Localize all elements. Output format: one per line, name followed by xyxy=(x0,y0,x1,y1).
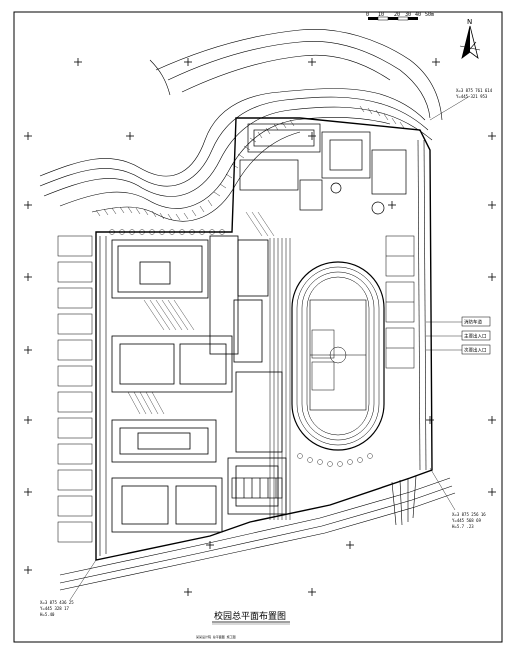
coord-ne-y: Y=445 321 953 xyxy=(456,94,488,99)
bottom-stamp: 某某设计院 总平面图 施工图 xyxy=(196,634,236,639)
north-label: N xyxy=(467,18,472,26)
callout-2: 主要出入口 xyxy=(464,333,487,340)
scale-bar: 0 10 20 30 40 50m xyxy=(366,12,434,21)
slope-markers xyxy=(391,475,417,526)
coord-sw-x: X=3 875 436 25 xyxy=(40,600,74,605)
coord-label-sw: X=3 875 436 25 Y=445 328 17 H=5.40 xyxy=(40,559,97,617)
south-gate xyxy=(231,477,283,499)
site-boundary xyxy=(95,117,433,561)
running-track xyxy=(291,261,385,451)
embankment-hatch xyxy=(95,105,405,221)
coord-sw-h: H=5.40 xyxy=(40,612,55,617)
coord-label-se: X=3 875 256 16 Y=445 568 69 H=5.7 .23 xyxy=(429,467,486,529)
coord-se-x: X=3 875 256 16 xyxy=(452,512,486,517)
coord-label-ne: X=3 875 761 614 Y=445 321 953 xyxy=(429,88,493,121)
west-residential-blocks xyxy=(57,235,93,543)
scale-tick-10: 10 xyxy=(378,12,384,18)
central-corridor xyxy=(269,238,291,520)
coordinate-grid-crosses xyxy=(24,58,496,596)
landscape-hatch xyxy=(127,211,275,415)
stamp-text: 某某设计院 总平面图 施工图 xyxy=(196,634,236,639)
north-arrow-icon: N xyxy=(459,18,481,59)
drawing-frame xyxy=(13,11,503,643)
coord-sw-y: Y=445 328 17 xyxy=(40,606,69,611)
north-buildings xyxy=(239,123,407,215)
perimeter-roads xyxy=(59,139,456,591)
scale-tick-40: 40 xyxy=(415,12,421,18)
coord-se-y: Y=445 568 69 xyxy=(452,518,481,523)
callout-1: 消防车道 xyxy=(464,319,482,326)
drawing-title-block: 校园总平面布置图 xyxy=(212,610,290,625)
drawing-title: 校园总平面布置图 xyxy=(214,610,286,622)
right-callouts: 消防车道 主要出入口 次要出入口 xyxy=(426,316,491,355)
east-courts xyxy=(385,235,415,369)
scale-tick-20: 20 xyxy=(394,12,400,18)
coord-ne-x: X=3 875 761 614 xyxy=(456,88,493,93)
tree-symbols xyxy=(109,229,373,467)
coord-se-h: H=5.7 .23 xyxy=(452,524,474,529)
river-contours xyxy=(39,29,443,222)
scale-tick-30: 30 xyxy=(405,12,411,18)
scale-tick-50: 50m xyxy=(425,12,434,18)
scale-tick-0: 0 xyxy=(366,12,369,18)
callout-3: 次要出入口 xyxy=(464,347,487,354)
